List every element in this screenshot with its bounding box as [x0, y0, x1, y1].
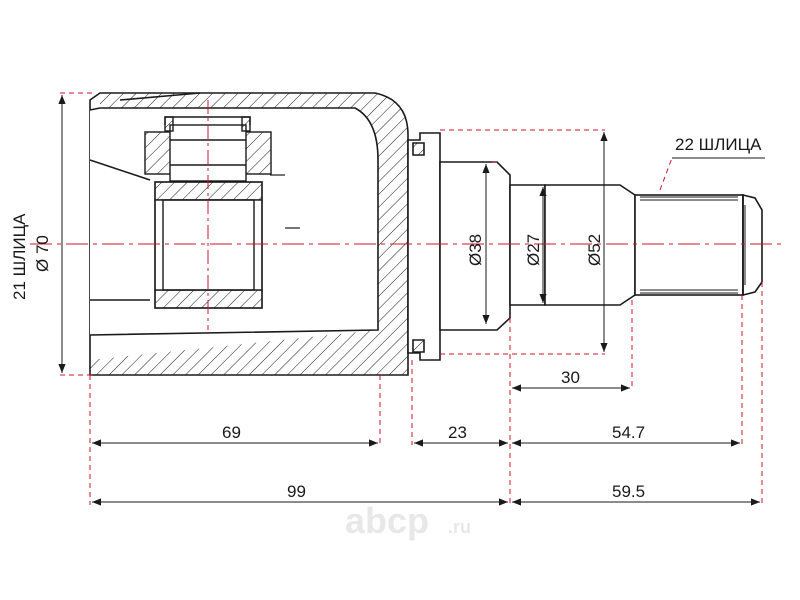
label-left-diameter: Ø 70 [33, 235, 52, 272]
label-d38: Ø38 [466, 234, 485, 266]
label-length-99: 99 [287, 482, 306, 501]
housing-outer [89, 92, 409, 376]
label-d52: Ø52 [585, 234, 604, 266]
label-d27: Ø27 [524, 234, 543, 266]
abcp-watermark-logo: abcp .ru [345, 500, 471, 541]
housing-wall-hatch [90, 93, 408, 375]
watermark-suffix: .ru [448, 517, 471, 537]
watermark-brand: abcp [345, 500, 429, 541]
dimension-lines [58, 95, 765, 506]
label-length-54-7: 54.7 [612, 423, 645, 442]
shaft [407, 132, 763, 361]
label-left-splines: 21 ШЛИЦА [10, 213, 29, 300]
label-length-30: 30 [561, 368, 580, 387]
label-right-splines: 22 ШЛИЦА [675, 135, 762, 154]
label-length-69: 69 [222, 423, 241, 442]
label-length-23: 23 [448, 423, 467, 442]
label-length-59-5: 59.5 [612, 482, 645, 501]
extension-lines [60, 92, 763, 505]
